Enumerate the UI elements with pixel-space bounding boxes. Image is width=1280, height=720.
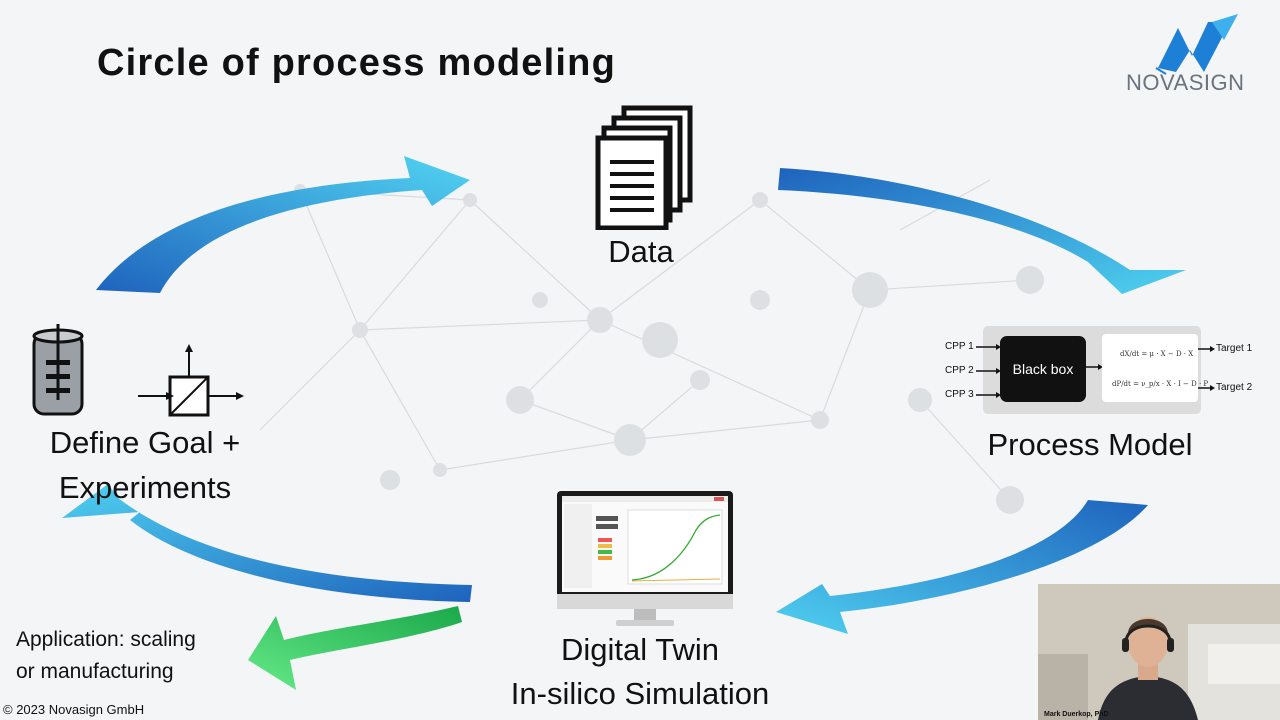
- arrow-model-to-twin: [776, 500, 1148, 634]
- webcam-name-label: Mark Duerkop, PhD: [1044, 711, 1109, 718]
- cpp-2-label: CPP 2: [945, 365, 974, 376]
- digital-twin-line2: In-silico Simulation: [510, 676, 770, 711]
- digital-twin-line1: Digital Twin: [561, 632, 719, 667]
- copyright-text: © 2023 Novasign GmbH: [3, 702, 145, 717]
- arrow-application: [248, 606, 462, 690]
- cpp-3-label: CPP 3: [945, 389, 974, 400]
- application-label: Application: scaling or manufacturing: [16, 624, 196, 688]
- cpp-1-label: CPP 1: [945, 341, 974, 352]
- equation-box: [1102, 334, 1198, 402]
- documents-icon: [595, 105, 693, 230]
- application-line2: or manufacturing: [16, 660, 174, 683]
- webcam-video[interactable]: [1038, 584, 1280, 720]
- novasign-logo-icon: [1155, 14, 1238, 75]
- output-arrows-icon: [1198, 346, 1215, 391]
- define-goal-line1: Define Goal +: [49, 425, 241, 460]
- arrow-twin-to-goal: [62, 484, 472, 602]
- target-2-label: Target 2: [1216, 382, 1253, 393]
- presenter-image: [1038, 584, 1280, 720]
- define-goal-label: Define Goal + Experiments: [20, 420, 270, 510]
- monitor-icon: [557, 491, 733, 626]
- define-goal-line2: Experiments: [58, 470, 232, 505]
- digital-twin-label: Digital Twin In-silico Simulation: [470, 628, 810, 716]
- logo-text: NOVASIGN: [1126, 70, 1245, 95]
- slide-title: Circle of process modeling: [97, 42, 616, 84]
- target-1-label: Target 1: [1216, 343, 1253, 354]
- input-arrows-icon: [976, 344, 1001, 398]
- box-to-eq-arrow-icon: [1086, 364, 1103, 370]
- black-box: Black box: [1000, 336, 1086, 402]
- data-label: Data: [608, 234, 674, 269]
- bioreactor-icon: [32, 324, 244, 417]
- equation-1: dX/dt = μ · X − D · X: [1120, 350, 1194, 358]
- equation-2: dP/dt = ν_p/x · X · I − D · P: [1112, 380, 1209, 388]
- arrow-goal-to-data: [96, 156, 470, 293]
- arrow-data-to-model: [778, 168, 1186, 294]
- process-model-label: Process Model: [987, 427, 1193, 462]
- application-line1: Application: scaling: [16, 628, 196, 651]
